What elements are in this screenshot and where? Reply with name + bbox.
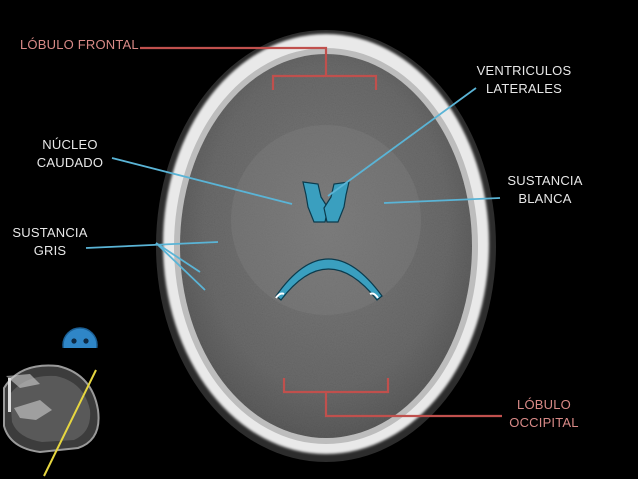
label-lobulo-occipital: LÓBULO OCCIPITAL	[504, 396, 584, 432]
pointer-nucleo	[111, 157, 293, 205]
occipital-bracket	[282, 378, 502, 418]
pointer-ventriculos	[327, 87, 477, 197]
pointer-sustancia-gris-c	[155, 242, 201, 273]
label-lobulo-frontal-text: LÓBULO FRONTAL	[20, 37, 139, 52]
pointer-sustancia-gris-b	[155, 242, 206, 291]
brain-parenchyma	[180, 54, 472, 438]
label-nucleo-caudado: NÚCLEO CAUDADO	[30, 136, 110, 172]
ventricle-arc	[275, 258, 383, 301]
label-ventriculos-line2: LATERALES	[486, 81, 562, 96]
label-sustancia-gris-line2: GRIS	[33, 243, 67, 258]
choroid-calcification-right	[369, 292, 379, 299]
ventricle-left	[302, 181, 329, 223]
frontal-bracket	[140, 46, 378, 90]
label-ventriculos-line1: VENTRICULOS	[476, 63, 572, 78]
label-nucleo-line2: CAUDADO	[36, 155, 104, 170]
label-occipital-line1: LÓBULO	[517, 397, 571, 412]
label-lobulo-frontal: LÓBULO FRONTAL	[20, 36, 139, 54]
label-sustancia-gris: SUSTANCIA GRIS	[10, 224, 90, 260]
pointer-sustancia-blanca	[383, 197, 501, 204]
choroid-calcification	[275, 292, 285, 299]
label-sustancia-gris-line1: SUSTANCIA	[12, 225, 88, 240]
label-ventriculos-laterales: VENTRICULOS LATERALES	[474, 62, 574, 98]
label-nucleo-line1: NÚCLEO	[42, 137, 98, 152]
ventricle-right	[323, 181, 350, 223]
label-occipital-line2: OCCIPITAL	[509, 415, 579, 430]
pointer-sustancia-gris-a	[85, 241, 219, 249]
label-sustancia-blanca: SUSTANCIA BLANCA	[500, 172, 590, 208]
label-sustancia-blanca-line1: SUSTANCIA	[507, 173, 583, 188]
label-sustancia-blanca-line2: BLANCA	[518, 191, 572, 206]
scout-thumbnail	[0, 348, 112, 479]
